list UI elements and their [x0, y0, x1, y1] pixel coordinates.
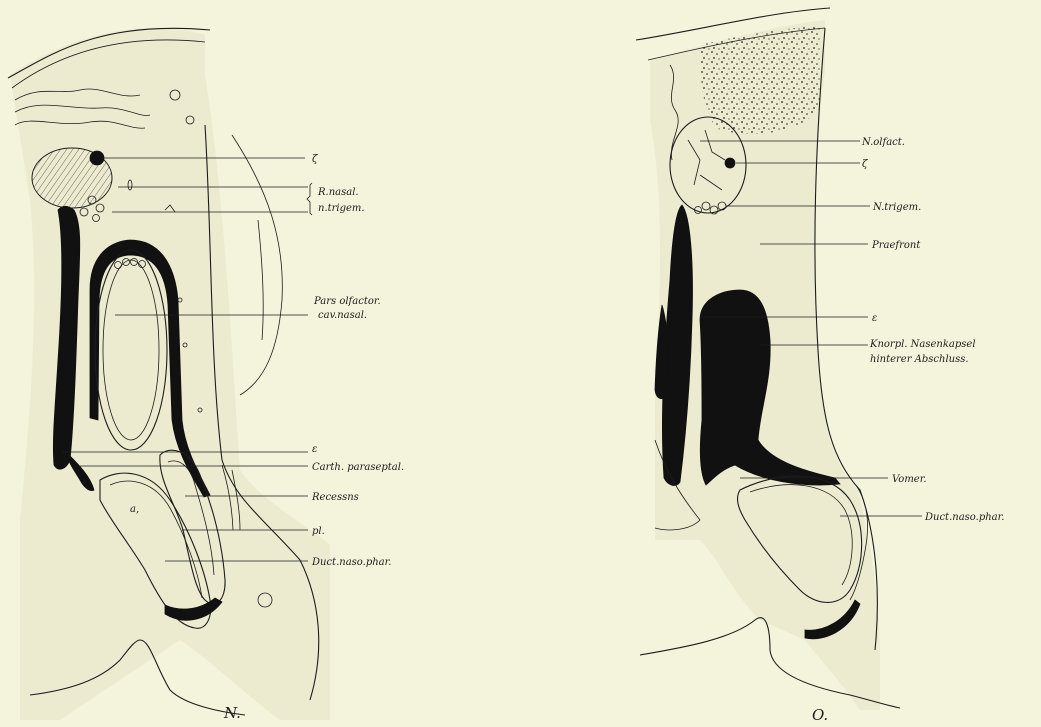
figure-o-dense-region: [700, 25, 820, 134]
figure-o-caption: O.: [812, 706, 828, 724]
o-label-vomer: Vomer.: [892, 474, 927, 485]
n-label-duct-naso-phar: Duct.naso.phar.: [311, 557, 391, 568]
n-label-pl: pl.: [312, 526, 325, 537]
n-label-r-nasal: R.nasal.: [317, 187, 359, 198]
o-label-epsilon: ε: [872, 313, 877, 324]
o-label-duct-naso-phar: Duct.naso.phar.: [924, 512, 1004, 523]
n-label-pars-olfactor: Pars olfactor.: [313, 296, 381, 307]
o-label-zeta: ζ: [862, 159, 868, 170]
n-label-n-trigem: n.trigem.: [318, 203, 365, 214]
figure-o-zeta-vessel: [725, 158, 735, 168]
o-label-n-olfact: N.olfact.: [861, 137, 905, 148]
o-label-knorpl: Knorpl. Nasenkapsel: [869, 339, 976, 350]
o-label-praefront: Praefront: [871, 240, 921, 251]
o-label-hinterer: hinterer Abschluss.: [870, 354, 969, 365]
figure-o: N.olfact. ζ N.trigem. Praefront ε Knorpl…: [636, 8, 1004, 724]
n-bracket-nerves: [307, 183, 312, 215]
figure-n-inner-curve: [232, 135, 282, 395]
o-label-n-trigem: N.trigem.: [872, 202, 921, 213]
n-label-carth-paraseptal: Carth. paraseptal.: [312, 462, 404, 473]
figure-n: ζ R.nasal. n.trigem. Pars olfactor. cav.…: [8, 28, 404, 722]
figure-n-inner-curve-2: [258, 220, 263, 340]
n-label-recessus: Recessns: [311, 492, 359, 503]
n-label-a1: a,: [130, 504, 139, 515]
n-label-epsilon: ε: [312, 444, 317, 455]
figure-n-caption: N.: [223, 704, 241, 722]
n-label-cav-nasal: cav.nasal.: [318, 310, 367, 321]
n-label-zeta: ζ: [312, 154, 318, 165]
figure-n-zeta-vessel: [90, 151, 104, 165]
